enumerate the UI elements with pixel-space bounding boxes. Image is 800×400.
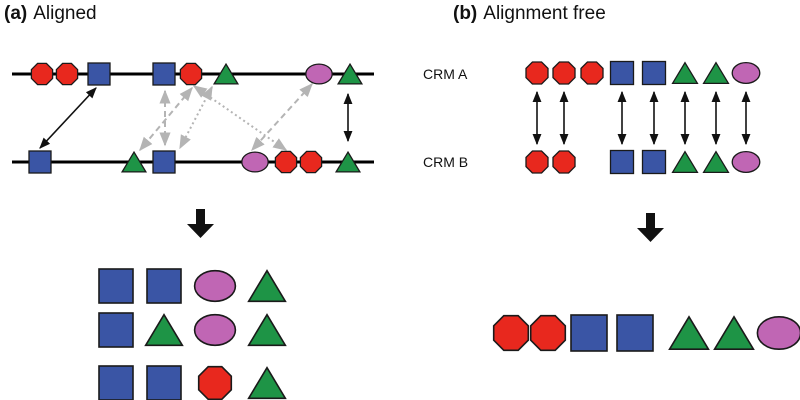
panel-b-label: (b) <box>453 3 477 24</box>
dashed-arrow-3 <box>251 82 313 152</box>
aligned-row-1-motif-1-square <box>98 268 134 304</box>
aligned-row-1-motif-2-square <box>146 268 182 304</box>
crm-a-motif-3-octagon <box>580 61 604 85</box>
crm-a-motif-1-octagon <box>525 61 549 85</box>
aligned-row-3-motif-3-octagon <box>197 365 233 400</box>
panel-a-title: (a) Aligned <box>4 3 97 24</box>
down-arrow-a <box>187 209 214 238</box>
panel-b-title-text: Alignment free <box>483 3 606 24</box>
seq1-motif-2-octagon <box>55 62 79 86</box>
aligned-row-3-motif-1-square <box>98 365 134 400</box>
crm-a-motif-8-ellipse <box>731 62 761 85</box>
free-result-motif-7-ellipse <box>756 316 800 350</box>
free-result-motif-4-square <box>616 314 654 352</box>
seq2-motif-4-ellipse <box>241 151 269 173</box>
dotted-arrow-1 <box>192 85 288 151</box>
free-result-motif-1-octagon <box>492 314 530 352</box>
aligned-row-2-motif-1-square <box>98 312 134 348</box>
panel-b-title: (b) Alignment free <box>453 3 606 24</box>
down-arrow-b <box>637 213 664 242</box>
seq1-motif-3-square <box>87 62 111 86</box>
aligned-row-3-motif-4-triangle <box>247 366 287 400</box>
crm-a-motif-5-square <box>641 60 667 86</box>
aligned-row-3-motif-2-square <box>146 365 182 400</box>
seq1-motif-5-octagon <box>179 62 203 86</box>
aligned-row-1-motif-3-ellipse <box>193 269 237 303</box>
aligned-row-2-motif-4-triangle <box>247 313 287 347</box>
crm-b-motif-5-triangle <box>671 150 699 174</box>
solid-arrow-1 <box>39 87 97 149</box>
motif-shapes <box>28 60 800 400</box>
crm-b-motif-7-ellipse <box>731 150 761 173</box>
crm-b-motif-6-triangle <box>702 150 730 174</box>
crm-correspondence-arrows <box>532 90 751 146</box>
seq2-motif-7-triangle <box>334 150 362 173</box>
crm-a-label: CRM A <box>423 66 468 82</box>
crm-b-motif-1-octagon <box>525 150 549 174</box>
free-result-motif-6-triangle <box>713 315 755 351</box>
free-result-motif-3-square <box>570 314 608 352</box>
crm-a-motif-2-octagon <box>552 61 576 85</box>
seq1-motif-1-octagon <box>30 62 54 86</box>
crm-a-motif-4-square <box>609 60 635 86</box>
seq1-motif-4-square <box>152 62 176 86</box>
seq1-motif-6-triangle <box>212 62 240 85</box>
free-result-motif-2-octagon <box>529 314 567 352</box>
seq1-motif-8-triangle <box>336 62 364 85</box>
crm-b-label: CRM B <box>423 154 468 170</box>
aligned-row-1-motif-4-triangle <box>247 269 287 303</box>
crm-a-motif-6-triangle <box>671 61 699 84</box>
crm-a-motif-7-triangle <box>702 61 730 84</box>
aligned-row-2-motif-2-triangle <box>144 313 184 347</box>
panel-a-title-text: Aligned <box>33 3 96 24</box>
dotted-arrow-2 <box>179 85 213 150</box>
aligned-row-2-motif-3-ellipse <box>193 313 237 347</box>
seq2-motif-6-octagon <box>299 150 323 174</box>
alignment-arrows <box>39 82 353 152</box>
seq2-motif-1-square <box>28 150 52 174</box>
crm-b-motif-3-square <box>609 149 635 175</box>
seq2-motif-2-triangle <box>120 150 148 173</box>
seq2-motif-5-octagon <box>274 150 298 174</box>
crm-b-motif-4-square <box>641 149 667 175</box>
seq1-motif-7-ellipse <box>305 63 333 85</box>
crm-b-motif-2-octagon <box>552 150 576 174</box>
free-result-motif-5-triangle <box>668 315 710 351</box>
panel-a-label: (a) <box>4 3 27 24</box>
seq2-motif-3-square <box>152 150 176 174</box>
